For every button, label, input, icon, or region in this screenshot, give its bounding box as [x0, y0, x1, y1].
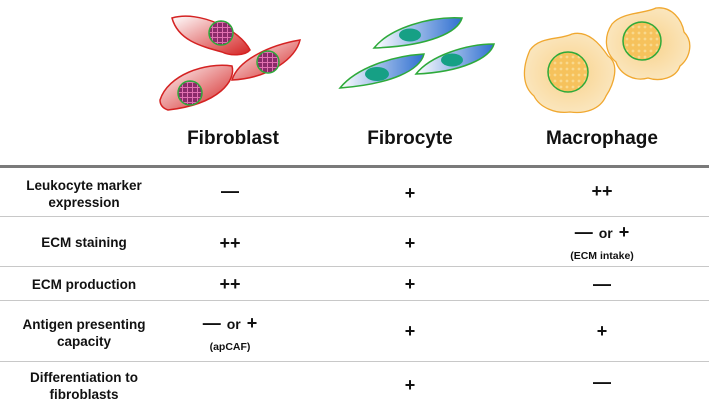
- cell-macrophage-ecm-production: —: [593, 274, 611, 294]
- cell-fibroblast-ecm-staining: ++: [219, 233, 241, 253]
- column-header-fibroblast: Fibroblast: [187, 128, 279, 149]
- fibroblast-illustration: [159, 15, 301, 111]
- note-ecm-intake: (ECM intake): [570, 250, 634, 262]
- cell-fibrocyte-antigen: +: [404, 321, 416, 341]
- cell-macrophage-leukocyte: ++: [591, 181, 613, 201]
- cell-fibrocyte-leukocyte: +: [404, 183, 416, 203]
- cell-macrophage-antigen: +: [596, 321, 608, 341]
- header-divider: [0, 165, 709, 168]
- row-label-ecm-production: ECM production: [31, 277, 137, 292]
- column-header-fibrocyte: Fibrocyte: [367, 128, 453, 149]
- column-header-macrophage: Macrophage: [546, 128, 658, 149]
- cell-illustrations: [159, 7, 691, 114]
- cell-fibrocyte-differentiation: +: [404, 375, 416, 395]
- cell-macrophage-ecm-staining: —or+ (ECM intake): [512, 222, 692, 266]
- cell-fibroblast-leukocyte: —: [221, 181, 239, 201]
- fibrocyte-illustration: [338, 17, 495, 89]
- row-label-ecm-staining: ECM staining: [41, 235, 127, 250]
- cell-fibrocyte-ecm-staining: +: [404, 233, 416, 253]
- note-apcaf: (apCAF): [209, 341, 251, 353]
- cell-macrophage-differentiation: —: [593, 372, 611, 392]
- cell-fibroblast-antigen: —or+ (apCAF): [140, 313, 320, 357]
- cell-fibroblast-ecm-production: ++: [219, 274, 241, 294]
- cell-fibrocyte-ecm-production: +: [404, 274, 416, 294]
- row-divider: [0, 300, 709, 301]
- macrophage-illustration: [523, 7, 691, 114]
- row-divider: [0, 361, 709, 362]
- row-divider: [0, 216, 709, 217]
- row-divider: [0, 266, 709, 267]
